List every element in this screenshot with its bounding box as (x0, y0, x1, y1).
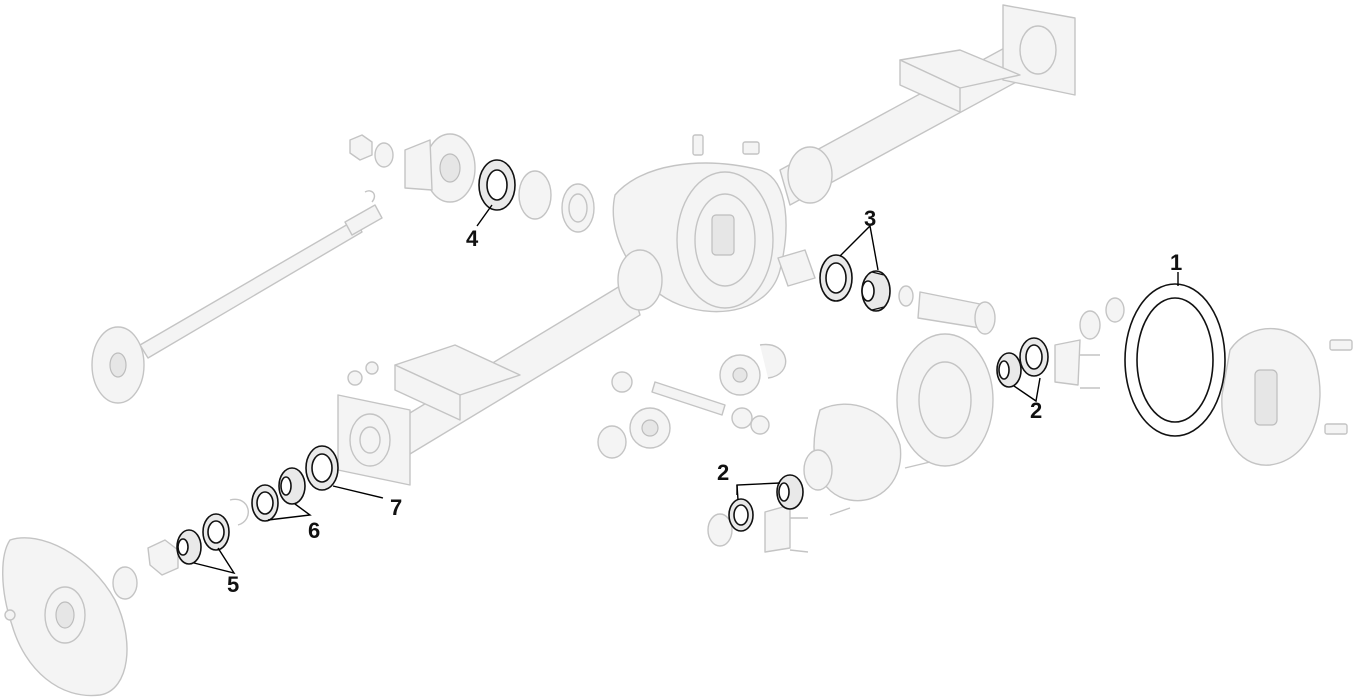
left-axle-shaft (91, 190, 383, 404)
side-bearing-left-part[interactable] (728, 474, 804, 532)
callout-4: 4 (466, 226, 479, 251)
pinion-parts (777, 249, 996, 335)
pinion-yoke-group (349, 133, 595, 233)
breather-and-plug (692, 134, 760, 156)
highlighted-parts (176, 159, 1226, 565)
leader-lines (193, 204, 1179, 575)
callout-6: 6 (308, 518, 320, 543)
callout-1: 1 (1170, 250, 1182, 275)
callout-2-center: 2 (717, 460, 729, 485)
inner-wheel-bearing-part[interactable] (251, 467, 306, 522)
bearing-caps (707, 297, 1125, 553)
callout-labels: 1 2 2 3 4 5 6 7 (227, 206, 1182, 597)
callout-2-right: 2 (1030, 398, 1042, 423)
pinion-seal-part[interactable] (478, 159, 516, 211)
ghosted-parts (2, 4, 1353, 697)
callout-5: 5 (227, 572, 239, 597)
callout-7: 7 (390, 495, 402, 520)
ring-gear-and-case (803, 333, 994, 502)
differential-spider-gears (597, 343, 787, 459)
cover-gasket-part[interactable] (1124, 283, 1226, 437)
callout-3: 3 (864, 206, 876, 231)
pinion-bearing-part[interactable] (819, 254, 891, 312)
axle-housing (337, 4, 1076, 486)
differential-cover (1221, 328, 1353, 466)
side-bearing-right-part[interactable] (996, 337, 1049, 388)
brake-backing-plate (2, 361, 379, 697)
axle-seal-part[interactable] (305, 445, 339, 491)
outer-wheel-bearing-part[interactable] (176, 513, 230, 565)
